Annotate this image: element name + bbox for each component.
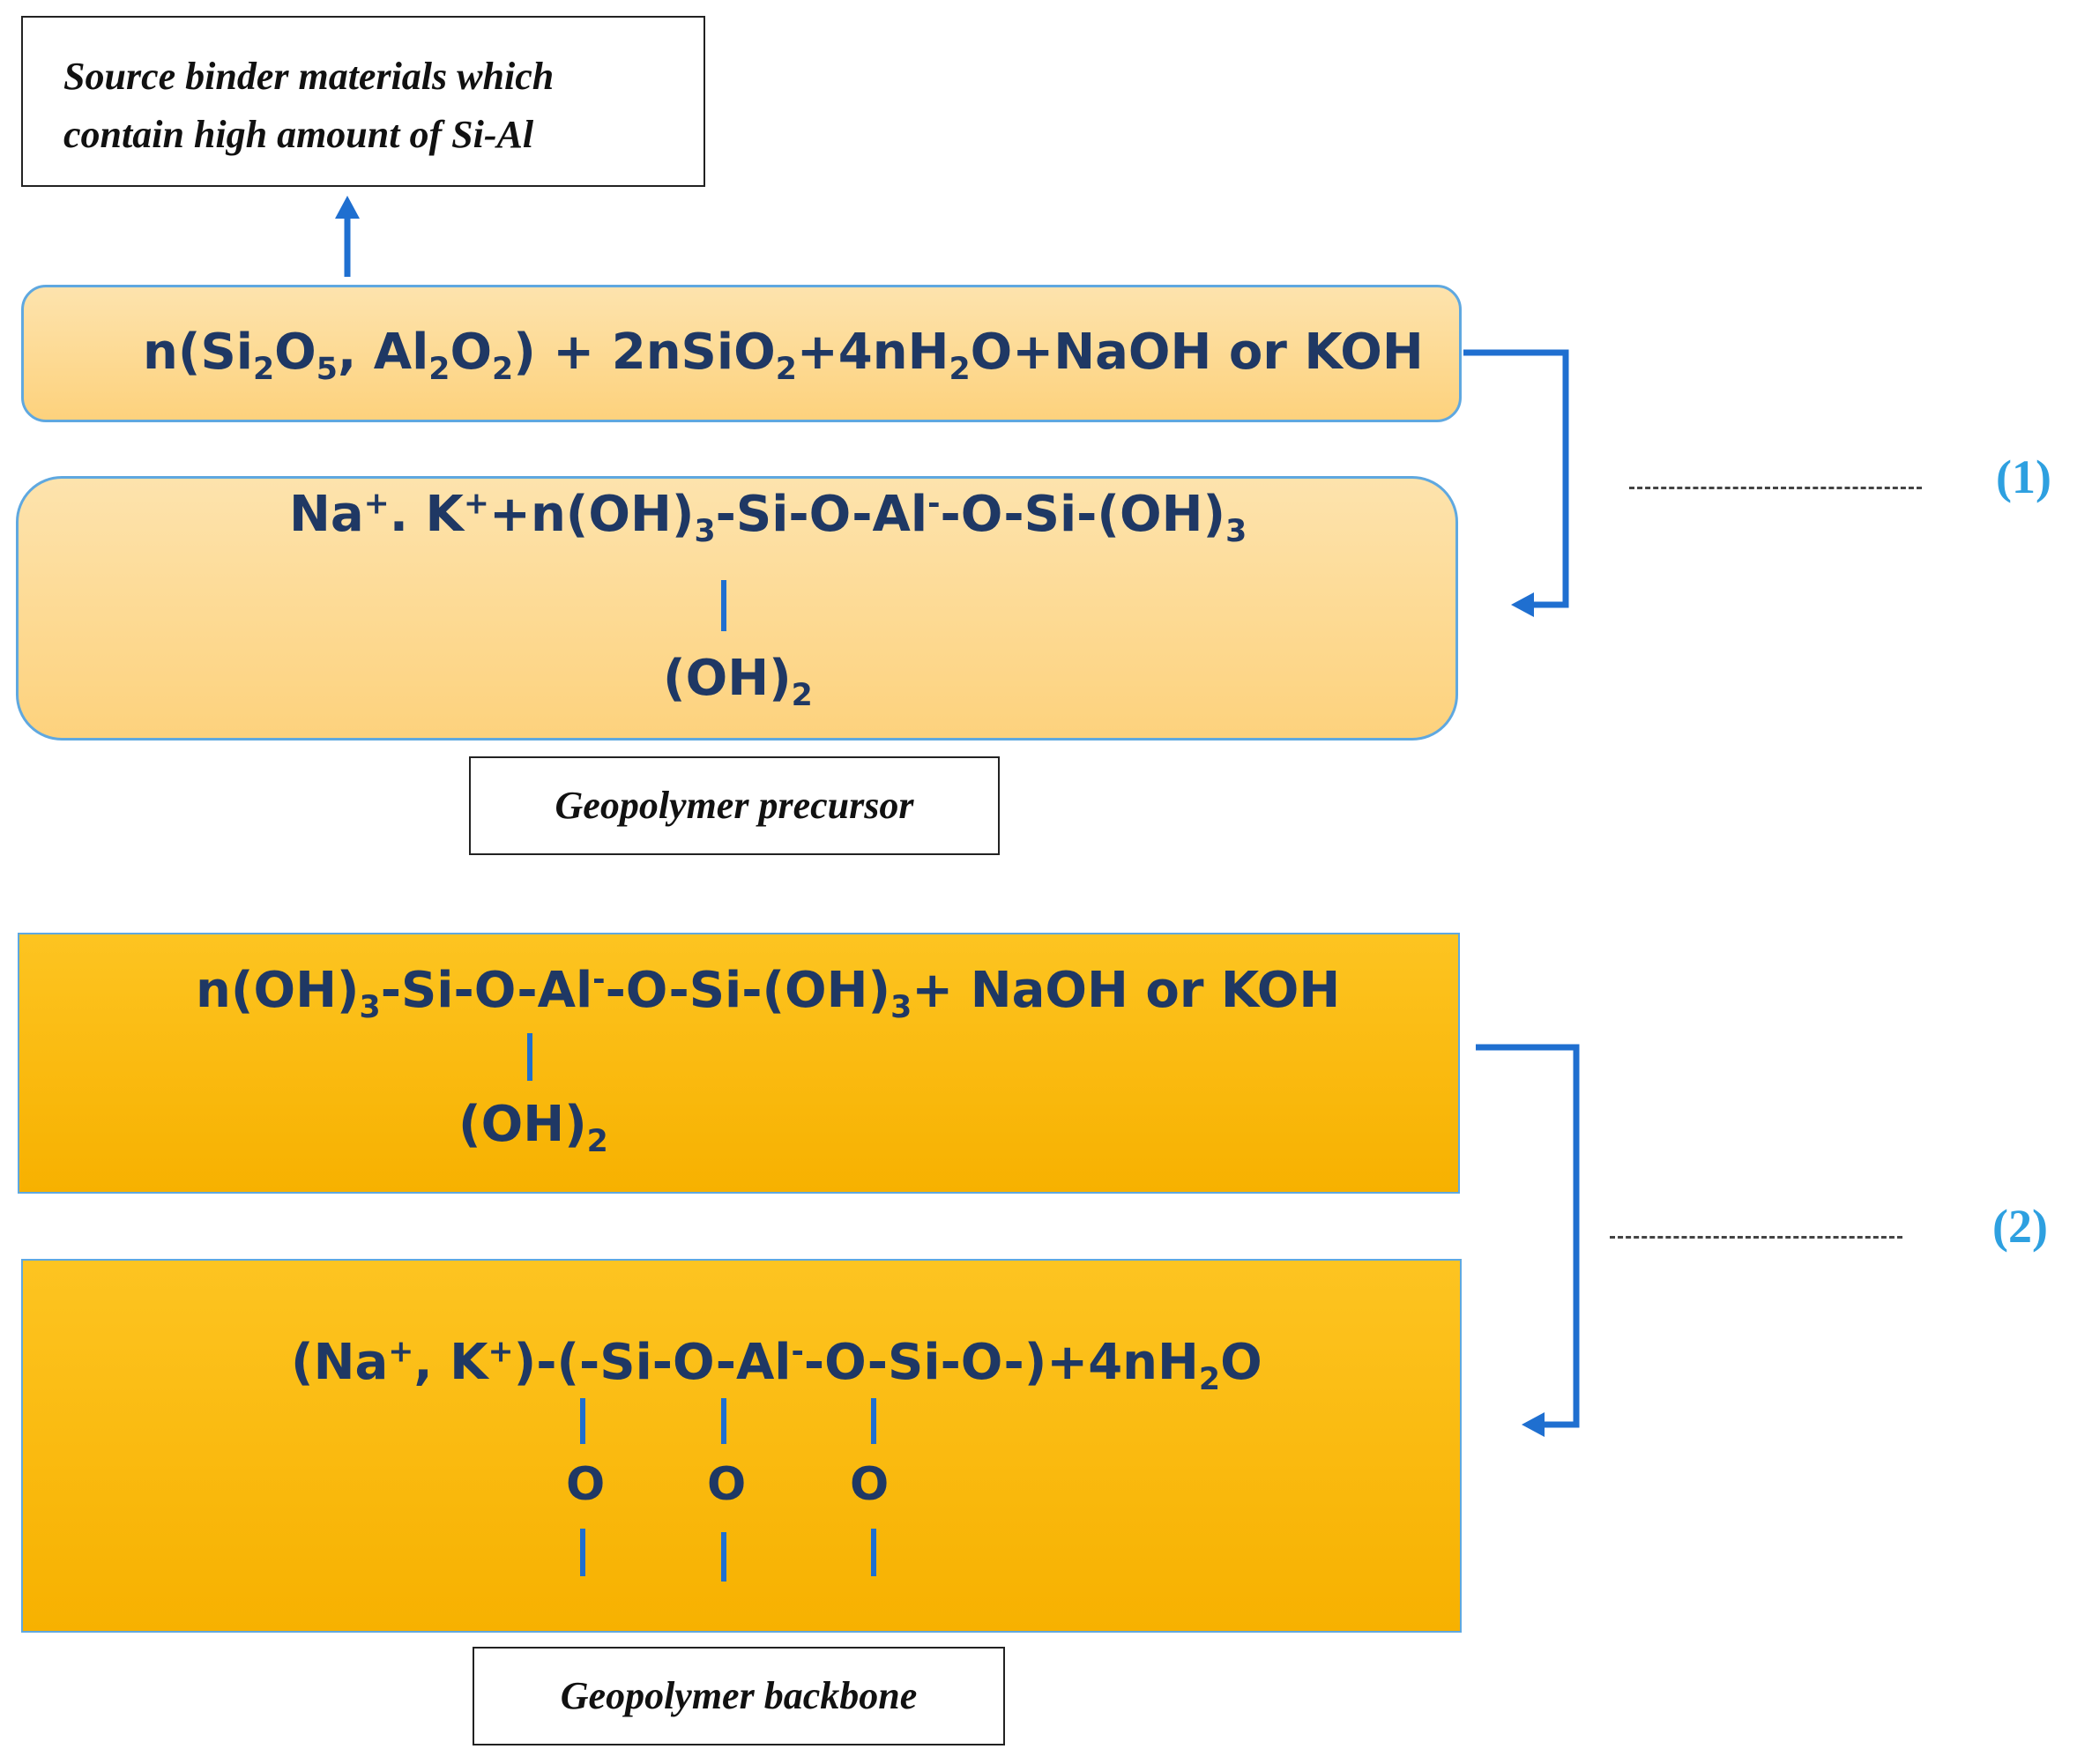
stage1-reactants-box: [21, 285, 1462, 422]
backbone-bond-upper-3: [871, 1398, 876, 1444]
up-arrowhead: [335, 196, 360, 219]
step1-number: (1): [1996, 450, 2051, 503]
backbone-bond-upper-2: [721, 1398, 726, 1444]
source-note-line-2: contain high amount of Si-Al: [63, 113, 534, 156]
backbone-bond-lower-1: [580, 1529, 585, 1576]
stage1-reactant-equation: n(Si2O5, Al2O2) + 2nSiO2+4nH2O+NaOH or K…: [143, 324, 1424, 388]
stage2-bracket-arrow: [1476, 1044, 1580, 1428]
stage1-branch-bond: [721, 580, 726, 631]
stage2-branch-oh: (OH)2: [458, 1096, 608, 1160]
stage2-reactants-box: [18, 933, 1460, 1194]
backbone-bond-upper-1: [580, 1398, 585, 1444]
stage1-precursor-box: [16, 476, 1458, 741]
stage1-precursor-formula: Na+. K++n(OH)3-Si-O-Al--O-Si-(OH)3: [289, 486, 1247, 550]
backbone-oxygen-3: O: [850, 1458, 890, 1511]
source-note-line-1: Source binder materials which: [63, 55, 555, 98]
geopolymer-backbone-label: Geopolymer backbone: [473, 1647, 1005, 1745]
backbone-bond-lower-2: [721, 1532, 726, 1582]
geopolymer-precursor-label: Geopolymer precursor: [469, 756, 1000, 855]
stage2-backbone-box: [21, 1259, 1462, 1633]
stage2-arrowhead: [1522, 1412, 1545, 1437]
step2-number: (2): [1992, 1200, 2048, 1253]
stage1-branch-oh: (OH)2: [663, 650, 813, 714]
stage2-reactant-formula: n(OH)3-Si-O-Al--O-Si-(OH)3+ NaOH or KOH: [196, 962, 1341, 1026]
source-binder-note: Source binder materials which contain hi…: [21, 16, 705, 187]
backbone-oxygen-1: O: [566, 1458, 606, 1511]
backbone-bond-lower-3: [871, 1529, 876, 1576]
step1-dashed-leader: [1629, 487, 1922, 489]
step2-dashed-leader: [1610, 1236, 1902, 1239]
stage1-arrowhead: [1511, 592, 1534, 617]
stage1-bracket-arrow: [1463, 349, 1569, 608]
backbone-oxygen-2: O: [707, 1458, 747, 1511]
stage2-backbone-formula: (Na+, K+)-(-Si-O-Al--O-Si-O-)+4nH2O: [291, 1334, 1262, 1398]
stage2-branch-bond: [527, 1033, 532, 1081]
